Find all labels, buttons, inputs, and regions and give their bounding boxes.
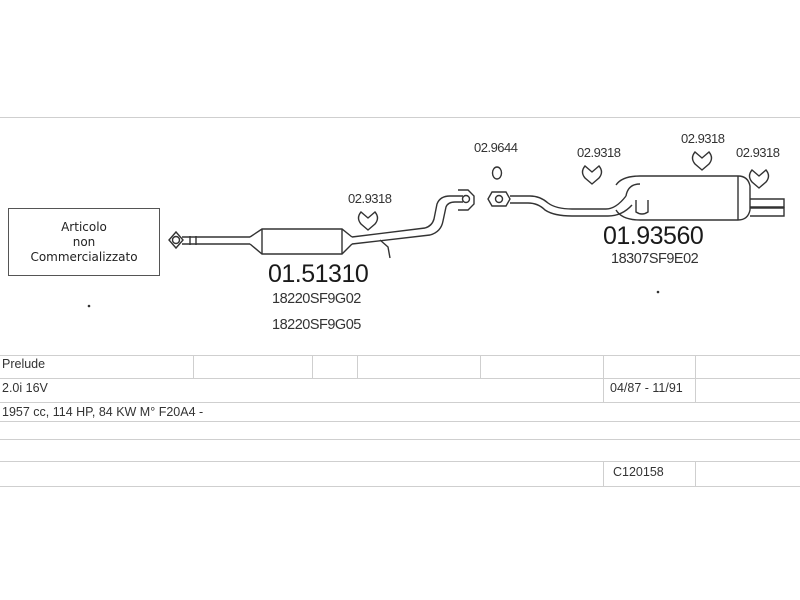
table-divider	[312, 355, 313, 378]
dot-mark	[656, 290, 660, 294]
middle-silencer-oe-2: 18220SF9G05	[272, 317, 361, 333]
table-line	[0, 461, 800, 462]
hanger-right1-label[interactable]: 02.9318	[681, 131, 725, 146]
vehicle-period: 04/87 - 11/91	[610, 381, 683, 395]
ring-label[interactable]: 02.9644	[474, 140, 518, 155]
hanger-right2-label[interactable]: 02.9318	[736, 145, 780, 160]
table-divider	[603, 355, 604, 402]
notice-line-3: Commercializzato	[30, 249, 138, 264]
notice-line-2: non	[72, 234, 96, 249]
vehicle-specs: 1957 cc, 114 HP, 84 KW M° F20A4 -	[2, 405, 204, 419]
mid-flange-icon	[458, 189, 475, 211]
rear-flange-icon	[487, 191, 511, 207]
ring-icon	[491, 166, 503, 180]
notice-line-1: Articolo	[61, 219, 107, 234]
table-divider	[695, 461, 696, 486]
exhaust-diagram	[87, 151, 785, 308]
middle-silencer-code[interactable]: 01.51310	[268, 260, 369, 288]
table-divider	[357, 355, 358, 378]
table-divider	[480, 355, 481, 378]
rear-silencer-code[interactable]: 01.93560	[603, 222, 704, 250]
hanger-left-icon	[357, 211, 379, 231]
table-line	[0, 486, 800, 487]
kit-code[interactable]: C120158	[613, 465, 664, 479]
hanger-right1-icon	[691, 151, 713, 171]
middle-silencer-oe-1: 18220SF9G02	[272, 291, 361, 307]
hanger-mid-label[interactable]: 02.9318	[577, 145, 621, 160]
frame-top-line	[0, 117, 800, 118]
dot-mark	[87, 304, 91, 308]
middle-silencer-icon	[249, 228, 353, 255]
not-sold-notice: Articolo non Commercializzato	[8, 208, 160, 276]
vehicle-model: Prelude	[2, 357, 46, 371]
table-line	[0, 439, 800, 440]
table-divider	[695, 355, 696, 402]
front-flange-icon	[168, 230, 184, 250]
table-line	[0, 355, 800, 356]
table-line	[0, 402, 800, 403]
vehicle-engine: 2.0i 16V	[2, 381, 48, 395]
rear-silencer-oe-1: 18307SF9E02	[611, 251, 699, 267]
table-divider	[603, 461, 604, 486]
rear-silencer-icon	[615, 175, 751, 221]
hanger-left-label[interactable]: 02.9318	[348, 191, 392, 206]
table-line	[0, 378, 800, 379]
table-divider	[193, 355, 194, 378]
table-line	[0, 421, 800, 422]
hanger-mid-icon	[581, 165, 603, 185]
hanger-right2-icon	[748, 169, 770, 189]
